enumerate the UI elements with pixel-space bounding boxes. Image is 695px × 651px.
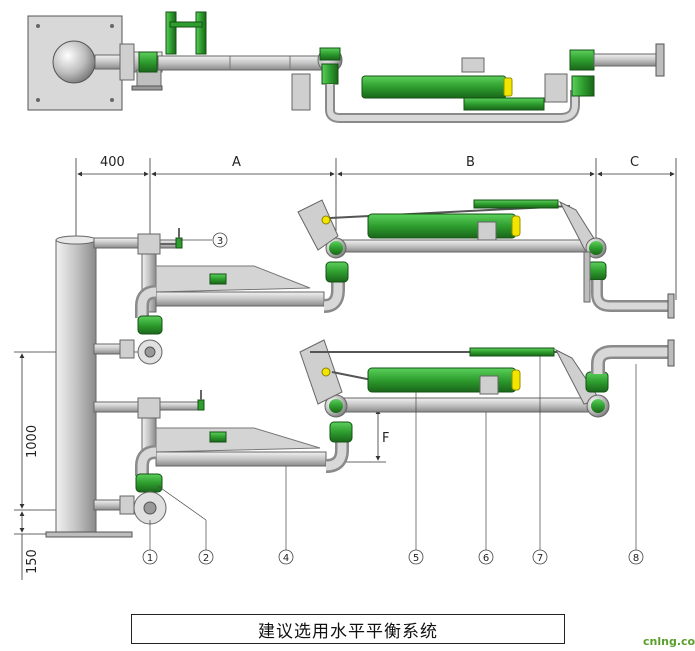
callout-circle-3 — [212, 232, 228, 248]
riser-column — [45, 235, 133, 538]
dim-C: C — [630, 155, 639, 170]
dim-A: A — [232, 155, 241, 170]
callout-1: 1 — [147, 553, 153, 564]
callout-circle-4 — [278, 549, 294, 565]
dim-400: 400 — [100, 155, 125, 170]
dim-1000: 1000 — [25, 425, 40, 458]
dim-F: F — [382, 431, 389, 446]
callout-circle-1 — [142, 549, 158, 565]
callout-7: 7 — [537, 553, 543, 564]
callout-8: 8 — [633, 553, 639, 564]
callout-3: 3 — [217, 236, 223, 247]
caption-box: 建议选用水平平衡系统 — [131, 614, 565, 644]
callout-circle-6 — [478, 549, 494, 565]
dim-B: B — [466, 155, 475, 170]
watermark: cnlng.com — [643, 635, 695, 648]
bottom-mount — [93, 491, 167, 525]
top-cylinder — [361, 75, 507, 99]
callout-4: 4 — [283, 553, 289, 564]
upper-outer-arm — [339, 239, 593, 253]
callout-6: 6 — [483, 553, 489, 564]
lower-arm — [93, 339, 675, 493]
callout-circle-5 — [408, 549, 424, 565]
callout-circle-2 — [198, 549, 214, 565]
callout-5: 5 — [413, 553, 419, 564]
top-inner-arm — [157, 55, 329, 71]
middle-mount — [93, 339, 163, 365]
riser-sphere — [52, 40, 96, 84]
lower-outer-arm — [339, 397, 603, 413]
dim-150: 150 — [25, 549, 40, 574]
top-view — [27, 11, 665, 123]
upper-arm — [93, 199, 675, 335]
callouts: 1 2 3 4 5 6 7 8 — [142, 232, 644, 565]
callout-2: 2 — [203, 553, 209, 564]
callout-leaders — [149, 239, 637, 550]
callout-circle-7 — [532, 549, 548, 565]
caption-text: 建议选用水平平衡系统 — [258, 621, 438, 642]
upper-inner-arm — [155, 291, 325, 307]
top-outer-pipe — [593, 53, 659, 67]
lower-inner-arm — [155, 451, 327, 467]
callout-circle-8 — [628, 549, 644, 565]
